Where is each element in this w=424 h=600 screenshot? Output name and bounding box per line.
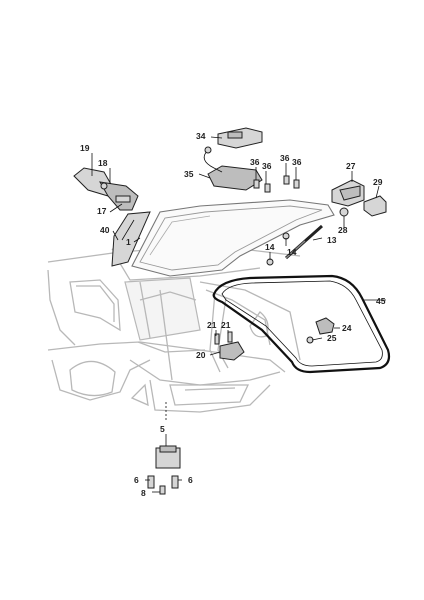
callout-36c: 36 — [280, 153, 290, 163]
callout-18: 18 — [98, 158, 108, 168]
bracket-screw — [100, 182, 108, 190]
callout-45: 45 — [376, 296, 386, 306]
lock-bolt-right — [171, 475, 179, 489]
callout-labels: 19 18 17 40 1 34 35 36 36 36 36 27 29 28… — [80, 131, 386, 498]
bracket-clip — [115, 195, 131, 203]
lower-lock-assembly — [147, 445, 181, 495]
callout-36d: 36 — [292, 157, 302, 167]
callout-25: 25 — [327, 333, 337, 343]
callout-19: 19 — [80, 143, 90, 153]
handle-grommet — [339, 207, 349, 217]
callout-5: 5 — [160, 424, 165, 434]
lock-nut — [159, 485, 166, 495]
lock-bolt-left — [147, 475, 155, 489]
wiper-bracket-tab — [227, 131, 243, 139]
callout-29: 29 — [373, 177, 383, 187]
callout-20: 20 — [196, 350, 206, 360]
callout-21b: 21 — [221, 320, 231, 330]
callout-6b: 6 — [188, 475, 193, 485]
callout-40: 40 — [100, 225, 110, 235]
weatherstrip-seal — [212, 274, 391, 374]
callout-6a: 6 — [134, 475, 139, 485]
callout-35: 35 — [184, 169, 194, 179]
callout-21a: 21 — [207, 320, 217, 330]
striker-bolt-left — [214, 333, 220, 345]
handle-cover — [363, 195, 387, 217]
callout-17: 17 — [97, 206, 107, 216]
callout-14b: 14 — [287, 247, 297, 257]
pillar-trim-panel — [111, 211, 151, 267]
callout-27: 27 — [346, 161, 356, 171]
callout-24: 24 — [342, 323, 352, 333]
lock-striker — [219, 341, 245, 361]
vehicle-body-outline — [47, 211, 301, 413]
bolt-set — [253, 175, 300, 193]
striker-bolt-right — [227, 331, 233, 343]
callout-28: 28 — [338, 225, 348, 235]
callout-1: 1 — [126, 237, 131, 247]
leader-lines — [91, 136, 386, 493]
callout-8: 8 — [141, 488, 146, 498]
handle-insert — [339, 185, 361, 201]
callout-34: 34 — [196, 131, 206, 141]
callout-36b: 36 — [262, 161, 272, 171]
tailgate-panel — [131, 199, 335, 277]
wiper-connector — [204, 146, 212, 154]
callout-36a: 36 — [250, 157, 260, 167]
callout-14a: 14 — [265, 242, 275, 252]
callout-13: 13 — [327, 235, 337, 245]
latch-bumper — [315, 317, 335, 335]
